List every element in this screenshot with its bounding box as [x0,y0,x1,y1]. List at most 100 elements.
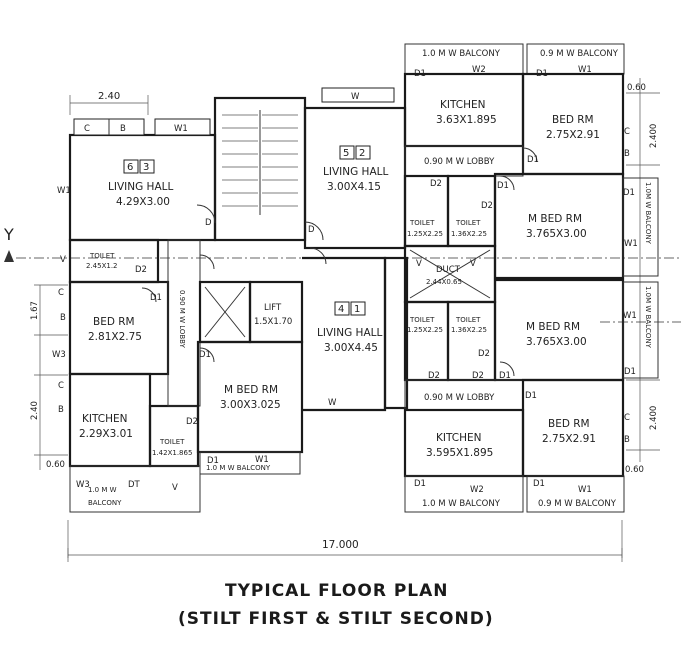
overall-dimension: 17.000 [67,520,623,562]
lobby-br: 0.90 M W LOBBY [424,393,495,403]
mbed-r2: M BED RM [526,321,580,333]
toilet-left: TOILET [89,252,115,260]
flat-no-3: 3 [143,162,149,173]
living-hall-52-size: 3.00X4.15 [327,181,381,193]
win-w1-c: W1 [255,455,269,465]
door-d2-b: D2 [186,417,198,427]
balcony-br2: 0.9 M W BALCONY [538,499,617,509]
door-d1-r8: D1 [624,367,636,377]
middle-block: LIVING HALL 3.00X4.15 LIVING HALL 3.00X4… [302,87,409,412]
door-d1-r7: D1 [525,391,537,401]
balcony-left2a: 1.0 M W [88,486,117,494]
duct-label: DUCT [436,265,461,275]
overall-dim-label: 17.000 [322,539,359,551]
left-wing [68,96,307,513]
dim-left-bottom: 0.60 [46,460,65,470]
stair-treads [222,110,298,215]
win-w1-a: W1 [57,186,71,196]
kitchen-tr-size: 3.63X1.895 [436,114,497,126]
mbed-left: M BED RM [224,384,278,396]
mbed-r2-size: 3.765X3.00 [526,336,587,348]
axis-letter: Y [3,225,14,244]
toilet-r3-size: 1.25X2.25 [407,326,443,334]
dim-right-upper: 2.400 [649,124,659,148]
win-w1-r3: W1 [623,311,637,321]
door-d1-b: D1 [199,350,211,360]
dim-right-bottom: 0.60 [625,465,644,475]
vent-b-r1: B [624,149,630,159]
win-w2-a: W2 [472,65,486,75]
lobby-left: 0.90 M W LOBBY [178,290,186,349]
vent-c-b: C [58,288,64,298]
dim-right-lower: 2.400 [649,406,659,430]
win-w3-b: W3 [76,480,90,490]
right-dimensions: 0.60 2.400 2.400 0.60 [625,78,660,475]
lift-label: LIFT [264,303,282,313]
vent-b-a: B [120,124,126,134]
toilet-r3: TOILET [409,316,435,324]
dim-top-left: 2.40 [98,91,120,102]
title-line-1: TYPICAL FLOOR PLAN [225,581,449,601]
door-d2-r1: D2 [430,179,442,189]
living-hall-41: LIVING HALL [317,327,382,339]
vent-c-r1: C [624,127,630,137]
win-w1-b: W1 [174,124,188,134]
flat-no-1: 1 [354,304,360,315]
vent-c-r2: C [624,413,630,423]
door-d-b: D [308,225,315,235]
balcony-left2b: BALCONY [88,499,122,507]
title-line-2: (STILT FIRST & STILT SECOND) [178,609,494,629]
door-d1-r3: D1 [527,155,539,165]
dim-right-top: 0.60 [627,83,646,93]
bed-br-size: 2.75X2.91 [542,433,596,445]
lift-size: 1.5X1.70 [254,317,292,327]
door-d1-r9: D1 [414,479,426,489]
vent-b-b: B [60,313,66,323]
dim-left-mid: 1.67 [30,301,40,320]
duct-size: 2.44X0.65 [426,278,462,286]
bed-tr: BED RM [552,114,594,126]
toilet-r4: TOILET [455,316,481,324]
flat-numbers: 6 3 5 2 4 1 [123,145,371,316]
living-hall-52: LIVING HALL [323,166,388,178]
balcony-tr2: 0.9 M W BALCONY [540,49,619,59]
mbed-r1-size: 3.765X3.00 [526,228,587,240]
win-w1-r1: W1 [578,65,592,75]
door-d1-c: D1 [207,456,219,466]
kitchen-br-size: 3.595X1.895 [426,447,493,459]
win-w2-b: W2 [470,485,484,495]
win-w3-a: W3 [52,350,66,360]
left-wing-labels: LIVING HALL 4.29X3.00 TOILET 2.45X1.2 BE… [79,181,292,507]
toilet-left-size: 2.45X1.2 [86,262,118,270]
toilet-r2: TOILET [455,219,481,227]
toilet-left2: TOILET [159,438,185,446]
balcony-side2: 1.0M W BALCONY [644,286,652,349]
door-d1-r2: D1 [536,69,548,79]
bed-tr-size: 2.75X2.91 [546,129,600,141]
balcony-left: 1.0 M W BALCONY [206,464,271,472]
top-left-dimension: 2.40 [69,91,149,115]
door-d2-r2: D2 [481,201,493,211]
mbed-left-size: 3.00X3.025 [220,399,281,411]
win-w1-r4: W1 [578,485,592,495]
toilet-r2-size: 1.36X2.25 [451,230,487,238]
toilet-r1: TOILET [409,219,435,227]
kitchen-left: KITCHEN [82,413,128,425]
bed-left: BED RM [93,316,135,328]
win-w-b: W [328,398,337,408]
right-wing [403,43,659,513]
drawing-title: TYPICAL FLOOR PLAN (STILT FIRST & STILT … [178,581,494,629]
bed-left-size: 2.81X2.75 [88,331,142,343]
door-d1-r6: D1 [499,371,511,381]
living-hall-41-size: 3.00X4.45 [324,342,378,354]
win-w1-r2: W1 [624,239,638,249]
door-d1-r10: D1 [533,479,545,489]
dim-left-lower: 2.40 [30,401,40,420]
mbed-r1: M BED RM [528,213,582,225]
door-dt: DT [128,480,141,490]
balcony-side1: 1.0M W BALCONY [644,182,652,245]
vent-b-r2: B [624,435,630,445]
flat-no-5: 5 [343,148,349,159]
